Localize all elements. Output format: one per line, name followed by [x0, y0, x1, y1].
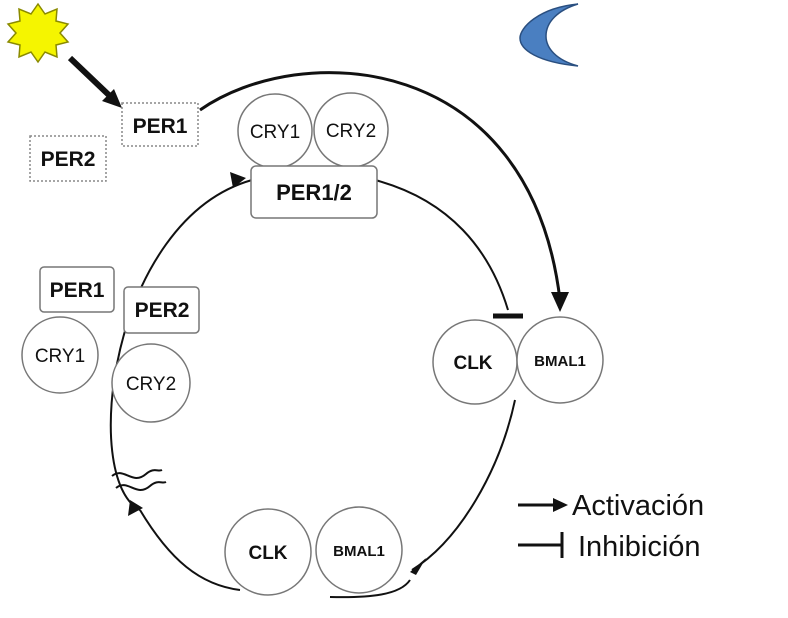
per1-light-label: PER1	[133, 115, 188, 138]
bmal1-right-label: BMAL1	[534, 353, 586, 370]
legend-activation-label: Activación	[572, 490, 704, 522]
cry2-left-circle: CRY2	[111, 343, 191, 423]
per2-light-label: PER2	[41, 148, 96, 171]
per1-left-label: PER1	[50, 279, 105, 302]
clk-bottom-label: CLK	[248, 543, 287, 564]
legend-activation: Activación	[518, 490, 704, 522]
cry2-top-circle: CRY2	[313, 92, 389, 168]
sun-icon	[6, 2, 70, 64]
legend: Activación Inhibición	[518, 490, 704, 563]
cry1-left-circle: CRY1	[21, 316, 99, 394]
activation-arrow-icon	[553, 498, 568, 512]
per2-left-box: PER2	[123, 286, 200, 334]
bmal1-right-circle: BMAL1	[516, 316, 604, 404]
per1-left-box: PER1	[39, 266, 115, 313]
legend-inhibition-label: Inhibición	[578, 531, 701, 563]
cry1-top-circle: CRY1	[237, 93, 313, 169]
cry2-top-label: CRY2	[326, 121, 376, 142]
degradation-squiggle	[111, 469, 167, 491]
sun-to-per1-arrow	[67, 55, 122, 108]
per12-complex-box: PER1/2	[250, 165, 378, 219]
clk-right-label: CLK	[453, 353, 492, 374]
per2-left-label: PER2	[135, 299, 190, 322]
per2-light-box: PER2	[29, 135, 107, 182]
cycle-arrowhead-bottom	[410, 558, 426, 575]
moon-icon	[519, 3, 579, 67]
per1-light-box: PER1	[121, 102, 199, 147]
cry1-left-label: CRY1	[35, 346, 85, 367]
activation-arc-arrowhead	[551, 292, 569, 312]
legend-inhibition: Inhibición	[518, 531, 701, 563]
cry1-top-label: CRY1	[250, 122, 300, 143]
per12-complex-label: PER1/2	[276, 180, 352, 205]
bmal1-bottom-label: BMAL1	[333, 543, 385, 560]
clk-right-circle: CLK	[432, 319, 518, 405]
cycle-arrowhead-top	[230, 172, 246, 188]
clk-bottom-circle: CLK	[224, 508, 312, 596]
activation-arc-arrow	[199, 71, 562, 301]
cycle-arrowhead-left	[128, 500, 143, 516]
bmal1-bottom-circle: BMAL1	[315, 506, 403, 594]
cry2-left-label: CRY2	[126, 374, 176, 395]
